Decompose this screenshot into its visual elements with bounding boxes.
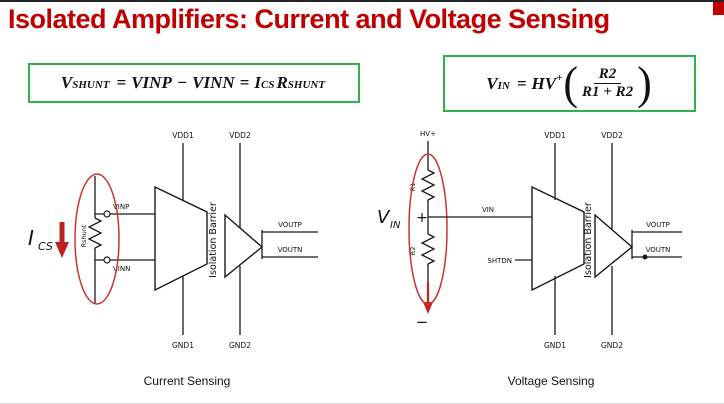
equals-sign: =	[516, 73, 527, 93]
shtdn-label: SHTDN	[487, 257, 512, 265]
formula-subscript: CS	[260, 79, 275, 91]
vin-minus-arrow-head	[423, 302, 433, 314]
amp-input-stage	[531, 185, 585, 292]
r2-resistor	[420, 233, 436, 265]
fraction: R2 R1 + R2	[580, 66, 635, 102]
voutn-junction-dot	[642, 254, 648, 260]
vinn-label: VINN	[113, 265, 130, 273]
page-title: Isolated Amplifiers: Current and Voltage…	[8, 4, 610, 34]
amp-input-stage	[154, 185, 208, 292]
formula-superscript: +	[556, 71, 563, 84]
amp-output-stage	[594, 213, 634, 279]
vdd2-label: VDD2	[601, 131, 623, 140]
current-sensing-diagram: VDD1 VDD2 GND1 GND2 Isolation Barrier VO…	[28, 131, 318, 350]
gnd2-label: GND2	[229, 341, 251, 350]
vinn-terminal	[103, 256, 111, 264]
divider-highlight-ellipse	[408, 153, 448, 305]
vdd1-label: VDD1	[544, 131, 566, 140]
isolation-barrier-label: Isolation Barrier	[583, 202, 594, 278]
formula-subscript: IN	[497, 79, 510, 92]
ics-label: I	[28, 226, 34, 250]
isolation-barrier-label: Isolation Barrier	[208, 202, 219, 278]
vin-var-label: V	[377, 207, 391, 228]
voutn-label: VOUTN	[646, 246, 671, 254]
voutp-label: VOUTP	[646, 221, 670, 229]
vin-var-subscript: IN	[390, 220, 401, 231]
voutn-label: VOUTN	[278, 246, 303, 254]
formula-term: HV	[531, 73, 557, 93]
gnd2-label: GND2	[601, 341, 623, 350]
r2-label: R2	[409, 247, 417, 256]
formula-term: VINP	[131, 73, 172, 92]
hv-label: HV+	[420, 130, 436, 138]
plus-sign: +	[416, 210, 428, 226]
voltage-sensing-caption: Voltage Sensing	[507, 374, 595, 388]
vin-node-label: VIN	[482, 206, 494, 214]
formula-term: R	[276, 73, 288, 92]
gnd1-label: GND1	[544, 341, 566, 350]
formula-term: I	[254, 73, 261, 92]
corner-marker	[713, 2, 724, 15]
fraction-denominator: R1 + R2	[582, 84, 634, 100]
ics-subscript: CS	[38, 240, 53, 253]
current-sensing-caption: Current Sensing	[143, 374, 231, 388]
voutp-label: VOUTP	[278, 221, 302, 229]
r1-label: R1	[409, 183, 417, 192]
r1-resistor	[420, 169, 436, 201]
equals-sign: =	[116, 73, 127, 92]
current-direction-arrow-head	[55, 242, 69, 258]
formula-term: V	[486, 73, 498, 93]
close-paren: )	[637, 57, 652, 109]
shunt-resistor	[87, 217, 103, 249]
vinp-terminal	[103, 210, 111, 218]
voltage-sensing-diagram: HV+ R1 R2 − V IN + VIN SHTDN Isolation B…	[377, 130, 682, 350]
formula-subscript: SHUNT	[287, 79, 326, 91]
vinp-label: VINP	[113, 203, 129, 211]
minus-sign: −	[176, 73, 188, 92]
fraction-numerator: R2	[593, 66, 622, 84]
vdd2-label: VDD2	[229, 131, 251, 140]
gnd1-label: GND1	[172, 341, 194, 350]
vdd1-label: VDD1	[172, 131, 194, 140]
formula-term: VINN	[192, 73, 235, 92]
minus-sign: −	[416, 313, 429, 331]
shunt-highlight-ellipse	[74, 173, 120, 305]
formula-term: V	[60, 73, 73, 92]
formula-subscript: SHUNT	[72, 79, 110, 91]
equals-sign: =	[239, 73, 250, 92]
rshunt-label: Rshunt	[80, 224, 88, 247]
open-paren: (	[563, 57, 579, 109]
amp-output-stage	[224, 213, 264, 279]
